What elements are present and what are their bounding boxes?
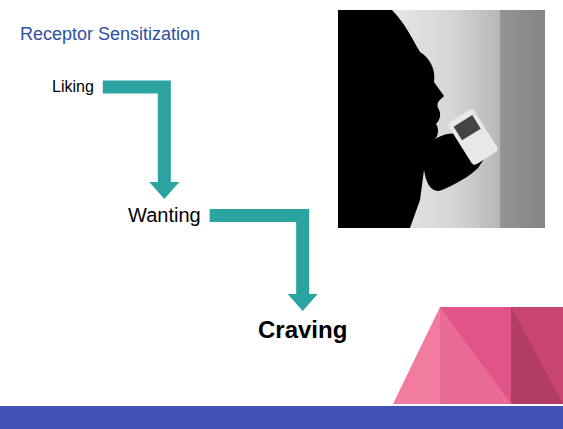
flow-step: Liking bbox=[49, 76, 97, 98]
footer-bar bbox=[0, 406, 563, 429]
slide-title: Receptor Sensitization bbox=[20, 24, 200, 45]
corner-triangles bbox=[393, 307, 563, 404]
step-label: Wanting bbox=[128, 204, 201, 227]
bent-arrow bbox=[103, 81, 180, 200]
bent-arrow bbox=[210, 209, 318, 311]
photo bbox=[338, 10, 545, 228]
flow-step: Wanting bbox=[125, 202, 204, 229]
step-label: Craving bbox=[258, 316, 347, 344]
flow-step: Craving bbox=[255, 314, 350, 346]
step-label: Liking bbox=[52, 78, 94, 96]
